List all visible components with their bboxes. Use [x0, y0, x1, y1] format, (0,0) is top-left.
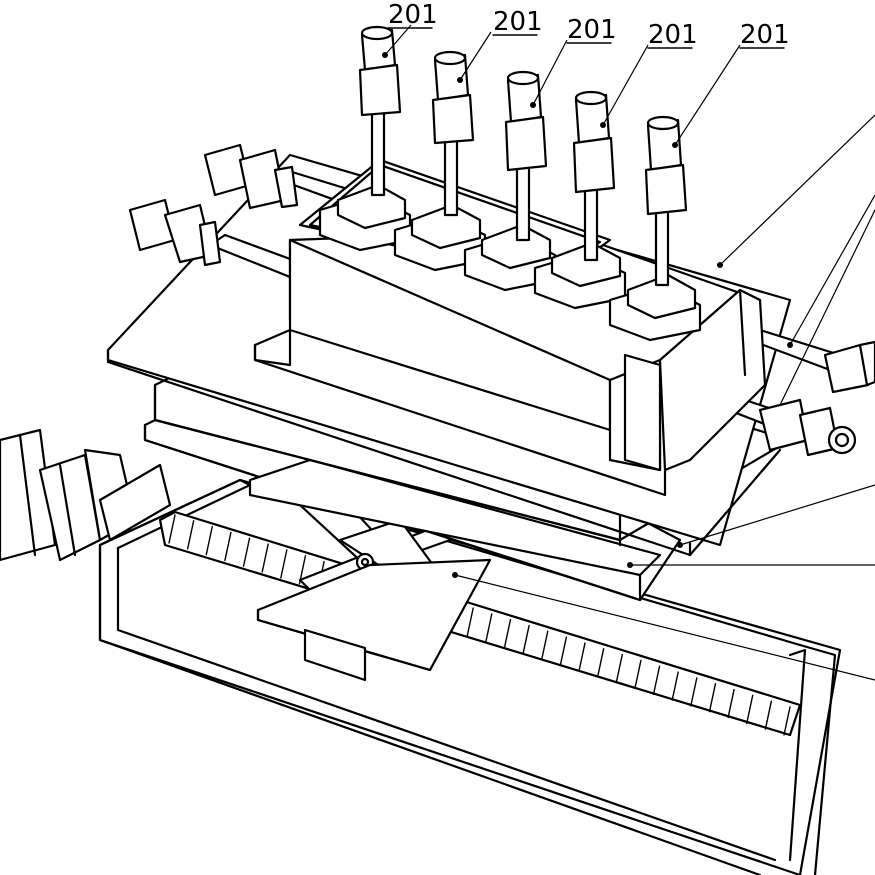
screw-thread: [261, 543, 269, 573]
screw-thread: [186, 520, 195, 550]
label-201-e: 201: [740, 20, 790, 50]
slider-block: [256, 558, 492, 682]
screw-thread: [205, 525, 213, 556]
part-labels: 201 201 201 201 201: [387, 0, 790, 50]
screw-thread: [708, 683, 717, 713]
left-pipes: [128, 143, 402, 287]
leader-lines: [382, 24, 875, 681]
screw-thread: [522, 624, 530, 655]
screw-thread: [578, 642, 586, 672]
screw-thread: [634, 659, 642, 690]
screw-thread: [746, 694, 754, 725]
screw-thread: [485, 613, 493, 643]
screw-thread: [596, 648, 605, 678]
screw-thread: [224, 531, 232, 562]
screw-thread: [652, 665, 661, 695]
screw-thread: [783, 706, 791, 736]
screw-thread: [727, 688, 735, 719]
rod-connector-5: [644, 115, 688, 287]
label-201-b: 201: [493, 7, 543, 37]
label-201-d: 201: [648, 20, 698, 50]
label-201-a: 201: [388, 0, 438, 30]
rod-connector-2: [431, 50, 475, 217]
screw-thread: [690, 677, 698, 707]
rod-connector-3: [504, 70, 548, 242]
screw-thread: [671, 671, 679, 701]
drive-motor: [0, 428, 172, 562]
label-201-c: 201: [567, 15, 617, 45]
inner-blocks: [318, 183, 702, 342]
screw-thread: [559, 636, 568, 666]
screw-thread: [168, 514, 176, 544]
screw-thread: [541, 630, 549, 661]
screw-thread: [280, 549, 288, 579]
screw-thread: [242, 537, 251, 567]
rod-connector-1: [358, 25, 402, 197]
screw-thread: [764, 700, 773, 730]
screw-thread: [615, 653, 623, 684]
screw-thread: [466, 607, 474, 637]
screw-thread: [503, 619, 512, 649]
rod-connector-4: [572, 90, 616, 262]
